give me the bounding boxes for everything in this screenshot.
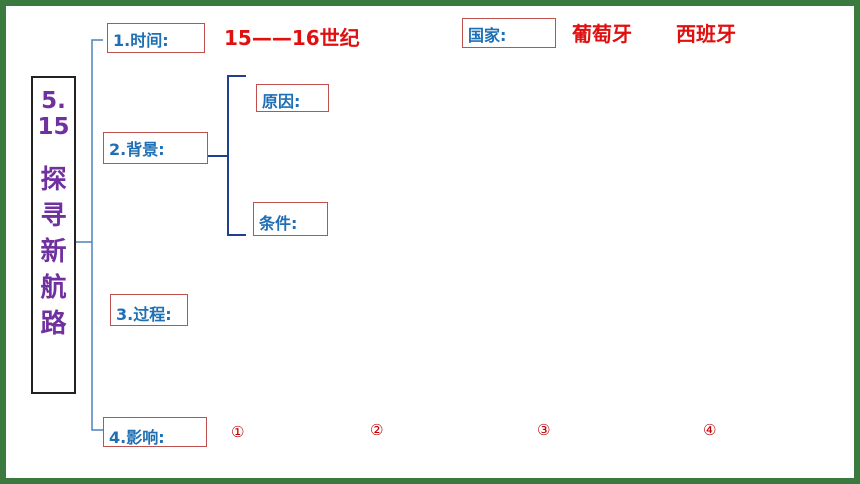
background-label-box: 2.背景: <box>103 132 208 164</box>
time-value: 15——16世纪 <box>224 26 360 50</box>
impact-marker-1: ① <box>231 423 245 441</box>
country-value-portugal: 葡萄牙 <box>572 22 632 46</box>
lesson-title-box: 5.15 探寻新航路 <box>31 76 76 394</box>
background-bracket-line <box>227 75 246 236</box>
lesson-number: 5.15 <box>37 88 70 140</box>
process-label-box: 3.过程: <box>110 294 188 326</box>
impact-label-box: 4.影响: <box>103 417 207 447</box>
slide-canvas: 5.15 探寻新航路 1.时间: 15——16世纪 国家: 葡萄牙 西班牙 2.… <box>6 6 854 478</box>
time-label-box: 1.时间: <box>107 23 205 53</box>
country-label-box: 国家: <box>462 18 556 48</box>
condition-label-box: 条件: <box>253 202 328 236</box>
impact-marker-2: ② <box>370 421 384 439</box>
country-value-spain: 西班牙 <box>676 22 736 46</box>
impact-marker-3: ③ <box>537 421 551 439</box>
main-bracket-line <box>91 39 103 431</box>
lesson-title: 探寻新航路 <box>40 165 67 339</box>
connector-lines <box>76 39 246 431</box>
reason-label-box: 原因: <box>256 84 329 112</box>
impact-marker-4: ④ <box>703 421 717 439</box>
